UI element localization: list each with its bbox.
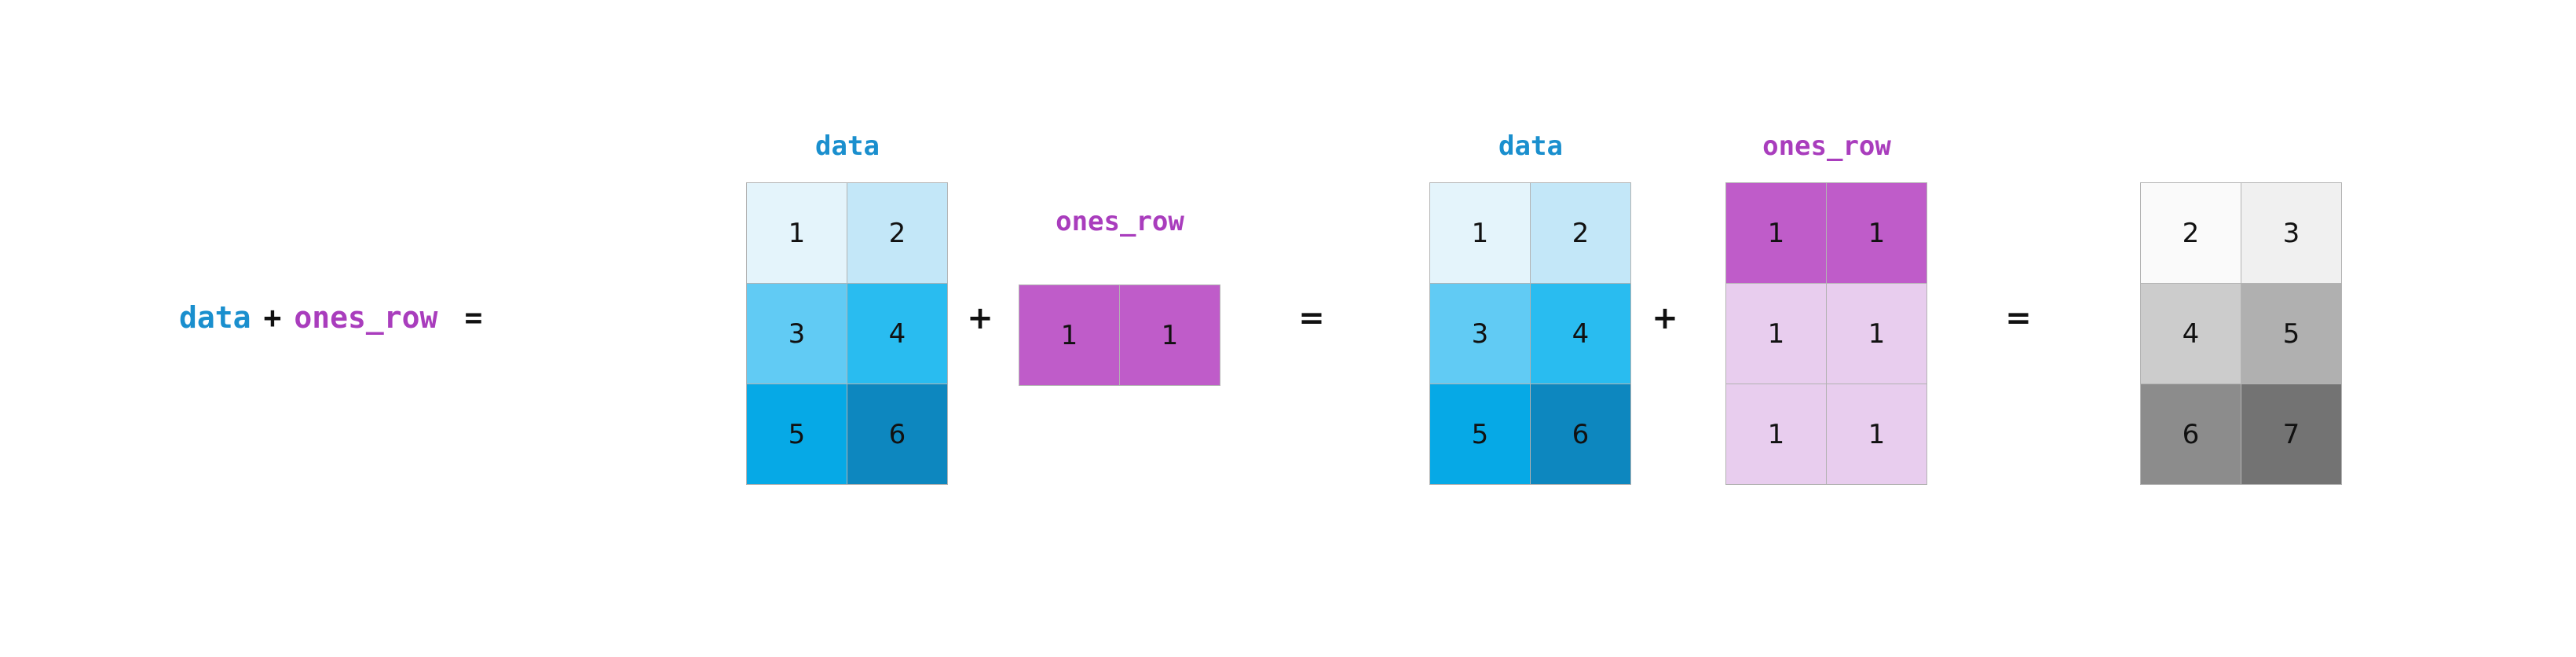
matrix-grid-data-1: 1 2 3 4 5 6 (746, 182, 948, 485)
matrix-cell: 1 (1430, 183, 1531, 284)
matrix-label-data-1: data (815, 130, 880, 162)
matrix-cell: 1 (1120, 285, 1220, 386)
matrix-cell: 5 (1430, 384, 1531, 485)
equation-token-data: data (179, 300, 251, 335)
matrix-cell: 1 (747, 183, 847, 284)
operator-plus-1: + (967, 300, 993, 336)
matrix-label-ones-row-broadcast: ones_row (1762, 130, 1891, 162)
matrix-group-data-2: data 1 2 3 4 5 6 (1429, 110, 1632, 487)
equation-token-ones-row: ones_row (294, 300, 438, 335)
equation-expression: data + ones_row = (179, 300, 482, 335)
matrix-cell: 1 (1827, 384, 1927, 485)
matrix-cell: 7 (2241, 384, 2342, 485)
matrix-cell: 1 (1726, 284, 1827, 384)
matrix-cell: 3 (2241, 183, 2342, 284)
operator-equals-2: = (2005, 300, 2032, 336)
equation-token-plus: + (263, 300, 282, 335)
matrix-group-ones-row-broadcast: ones_row 1 1 1 1 1 1 (1725, 110, 1928, 487)
matrix-cell: 4 (1531, 284, 1631, 384)
matrix-cell: 5 (747, 384, 847, 485)
matrix-group-ones-row-1: ones_row 1 1 (1019, 206, 1221, 388)
matrix-cell: 6 (2141, 384, 2241, 485)
matrix-cell: 3 (747, 284, 847, 384)
matrix-cell: 1 (1019, 285, 1120, 386)
matrix-grid-result: 2 3 4 5 6 7 (2140, 182, 2342, 485)
matrix-cell: 2 (1531, 183, 1631, 284)
matrix-cell: 1 (1827, 284, 1927, 384)
matrix-group-data-1: data 1 2 3 4 5 6 (746, 110, 949, 487)
operator-equals-1: = (1298, 300, 1325, 336)
matrix-cell: 6 (1531, 384, 1631, 485)
matrix-cell: 4 (847, 284, 948, 384)
matrix-cell: 2 (2141, 183, 2241, 284)
matrix-grid-ones-row-broadcast: 1 1 1 1 1 1 (1725, 182, 1927, 485)
matrix-group-result: 2 3 4 5 6 7 (2140, 182, 2343, 487)
matrix-cell: 3 (1430, 284, 1531, 384)
equation-token-equals: = (464, 300, 483, 335)
matrix-grid-ones-row-1: 1 1 (1019, 284, 1220, 386)
matrix-label-data-2: data (1498, 130, 1563, 162)
matrix-cell: 4 (2141, 284, 2241, 384)
matrix-grid-data-2: 1 2 3 4 5 6 (1429, 182, 1631, 485)
operator-plus-2: + (1652, 300, 1678, 336)
matrix-cell: 1 (1726, 183, 1827, 284)
matrix-cell: 5 (2241, 284, 2342, 384)
matrix-cell: 1 (1827, 183, 1927, 284)
matrix-label-ones-row-1: ones_row (1056, 206, 1184, 237)
matrix-cell: 6 (847, 384, 948, 485)
matrix-cell: 2 (847, 183, 948, 284)
matrix-cell: 1 (1726, 384, 1827, 485)
